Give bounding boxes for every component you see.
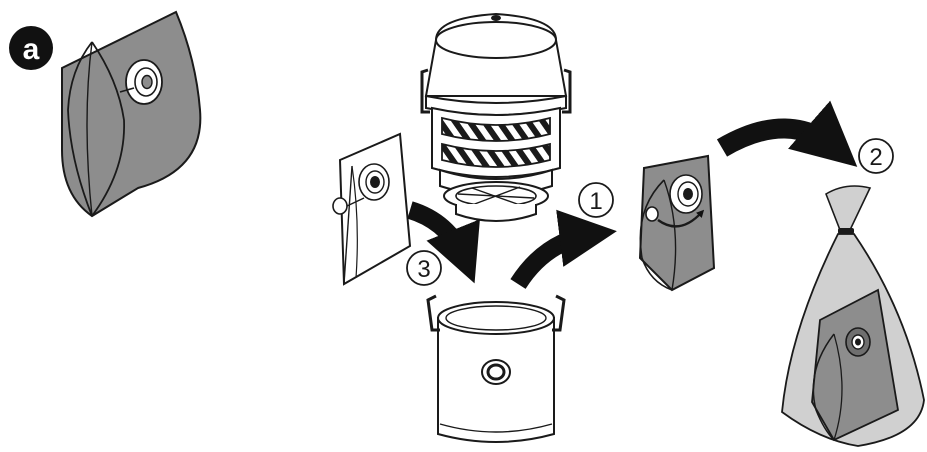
curved-arrow-icon bbox=[407, 201, 480, 284]
disposal-bag-icon bbox=[781, 185, 925, 447]
step-label-3-text: 3 bbox=[417, 256, 430, 283]
step-label-3: 3 bbox=[406, 250, 442, 286]
curved-arrow-icon bbox=[716, 100, 858, 167]
panel-label-text: a bbox=[23, 33, 40, 66]
step-label-1-text: 1 bbox=[589, 188, 602, 215]
curved-arrow-icon bbox=[510, 209, 617, 290]
motor-head-icon bbox=[420, 12, 572, 222]
step-label-2-text: 2 bbox=[869, 144, 882, 171]
dust-bag-icon bbox=[332, 132, 412, 286]
step-label-1: 1 bbox=[578, 182, 614, 218]
panel-label-badge: a bbox=[9, 26, 53, 70]
vacuum-container-icon bbox=[426, 294, 566, 443]
dust-bag-icon bbox=[61, 10, 202, 218]
dust-bag-icon bbox=[638, 154, 716, 292]
step-label-2: 2 bbox=[858, 138, 894, 174]
